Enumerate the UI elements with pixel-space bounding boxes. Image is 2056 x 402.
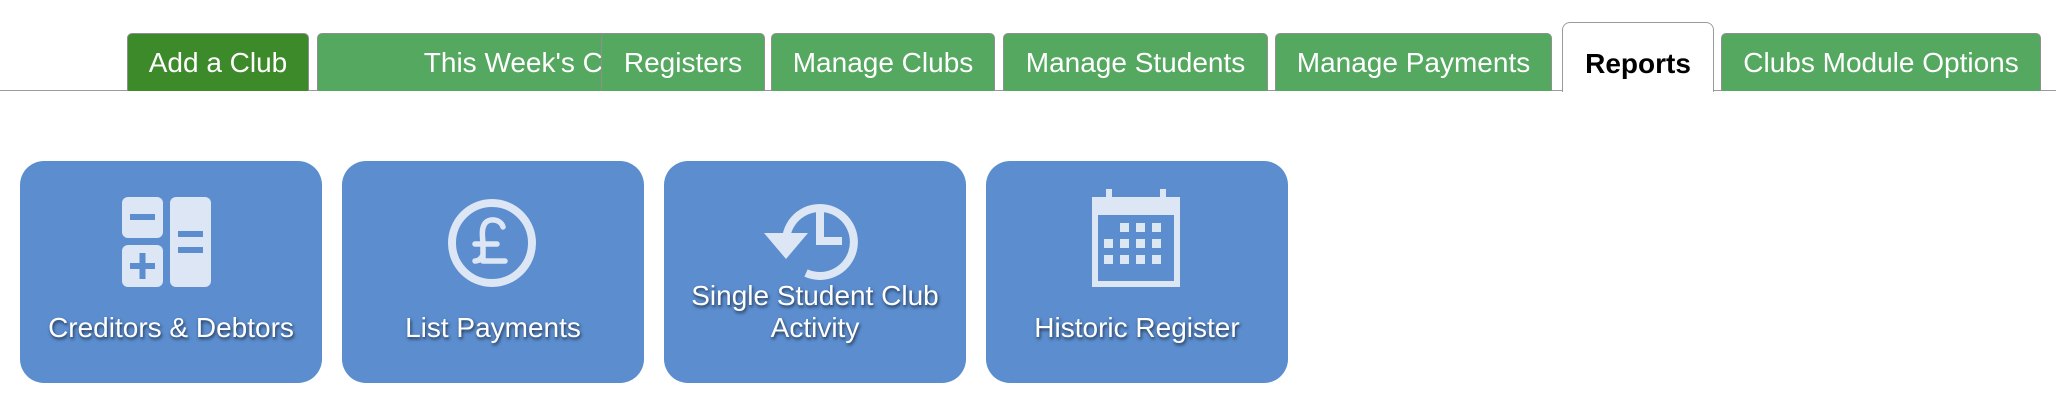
tab-manage-students[interactable]: Manage Students — [1003, 33, 1268, 91]
calculator-icon — [122, 197, 211, 287]
report-label: Creditors & Debtors — [48, 312, 294, 343]
tab-add-a-club[interactable]: Add a Club — [127, 33, 309, 91]
module-tab-bar: Add a Club This Week's Clubs Registers M… — [0, 0, 2056, 92]
tab-manage-clubs[interactable]: Manage Clubs — [771, 33, 995, 91]
report-single-student-club-activity[interactable]: Single Student Club Activity — [664, 161, 966, 383]
tab-registers[interactable]: Registers — [601, 33, 765, 91]
report-historic-register[interactable]: Historic Register — [986, 161, 1288, 383]
report-label-line-1: Single Student Club — [691, 280, 939, 311]
tab-clubs-module-options[interactable]: Clubs Module Options — [1721, 33, 2041, 91]
history-clock-icon — [764, 204, 858, 280]
report-creditors-debtors[interactable]: Creditors & Debtors — [20, 161, 322, 383]
report-label: List Payments — [405, 312, 581, 343]
report-label: Historic Register — [1034, 312, 1240, 343]
report-label-line-2: Activity — [770, 312, 860, 343]
tab-manage-payments[interactable]: Manage Payments — [1275, 33, 1552, 91]
tab-reports[interactable]: Reports — [1562, 22, 1714, 92]
pound-coin-icon — [448, 199, 536, 287]
calendar-icon — [1092, 189, 1180, 287]
report-list-payments[interactable]: List Payments — [342, 161, 644, 383]
